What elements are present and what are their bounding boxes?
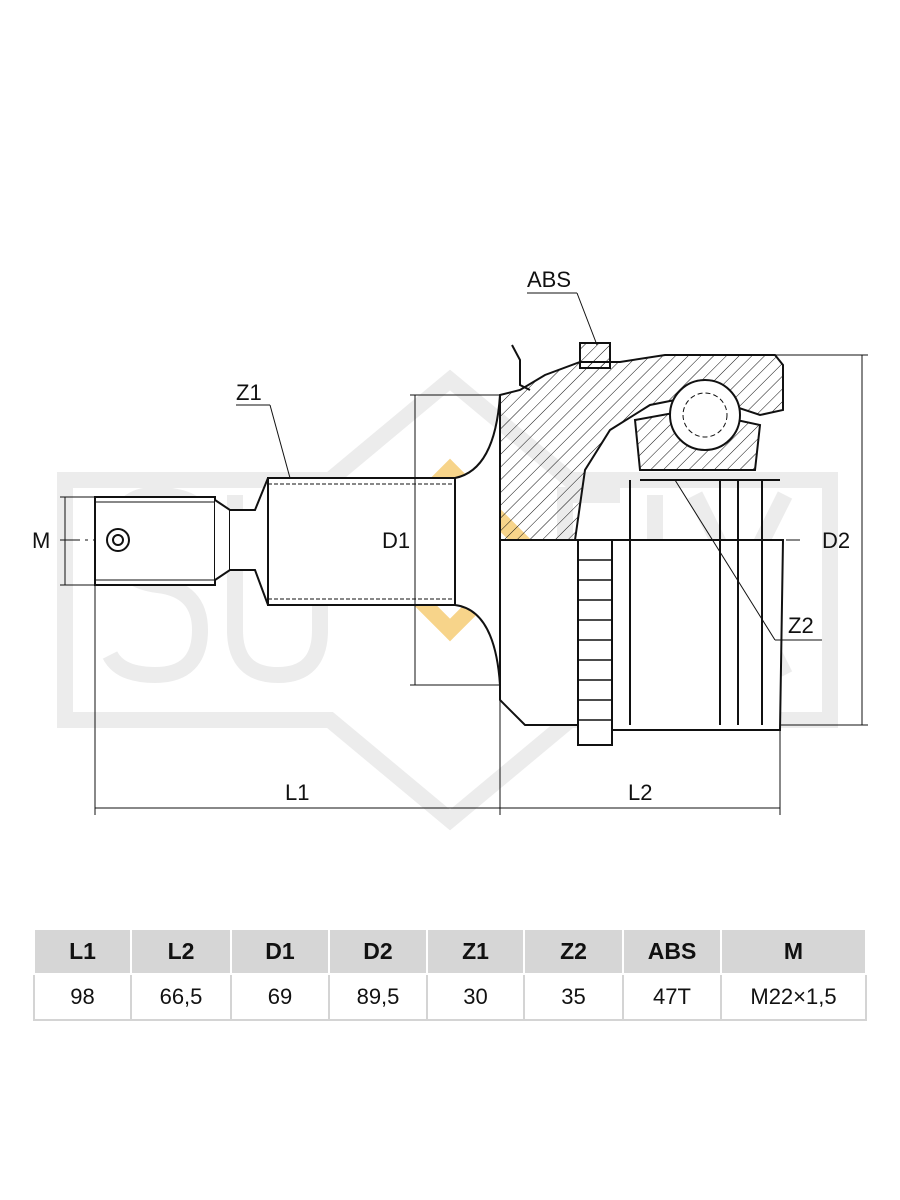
label-d2: D2 — [822, 528, 850, 553]
header-cell: D1 — [230, 928, 330, 975]
table-header-row: L1 L2 D1 D2 Z1 Z2 ABS M — [33, 928, 867, 975]
header-cell: Z1 — [426, 928, 525, 975]
value-cell: 98 — [33, 973, 132, 1021]
header-cell: L1 — [33, 928, 132, 975]
value-cell: 47T — [622, 973, 722, 1021]
value-cell: 30 — [426, 973, 525, 1021]
value-cell: 89,5 — [328, 973, 428, 1021]
header-cell: Z2 — [523, 928, 624, 975]
label-z1: Z1 — [236, 380, 262, 405]
header-cell: L2 — [130, 928, 232, 975]
header-cell: ABS — [622, 928, 722, 975]
label-d1: D1 — [382, 528, 410, 553]
value-cell: M22×1,5 — [720, 973, 867, 1021]
value-cell: 35 — [523, 973, 624, 1021]
header-cell: D2 — [328, 928, 428, 975]
spec-table: L1 L2 D1 D2 Z1 Z2 ABS M 98 66,5 69 89,5 … — [33, 928, 867, 1021]
table-row: 98 66,5 69 89,5 30 35 47T M22×1,5 — [33, 973, 867, 1021]
label-abs: ABS — [527, 267, 571, 292]
label-m: M — [32, 528, 50, 553]
value-cell: 69 — [230, 973, 330, 1021]
value-cell: 66,5 — [130, 973, 232, 1021]
dimension-labels: ABS Z1 Z2 M D1 D2 L1 L2 — [32, 267, 850, 805]
label-l1: L1 — [285, 780, 309, 805]
cv-joint-drawing: ABS Z1 Z2 M D1 D2 L1 L2 — [32, 267, 868, 831]
header-cell: M — [720, 928, 867, 975]
label-z2: Z2 — [788, 613, 814, 638]
label-l2: L2 — [628, 780, 652, 805]
